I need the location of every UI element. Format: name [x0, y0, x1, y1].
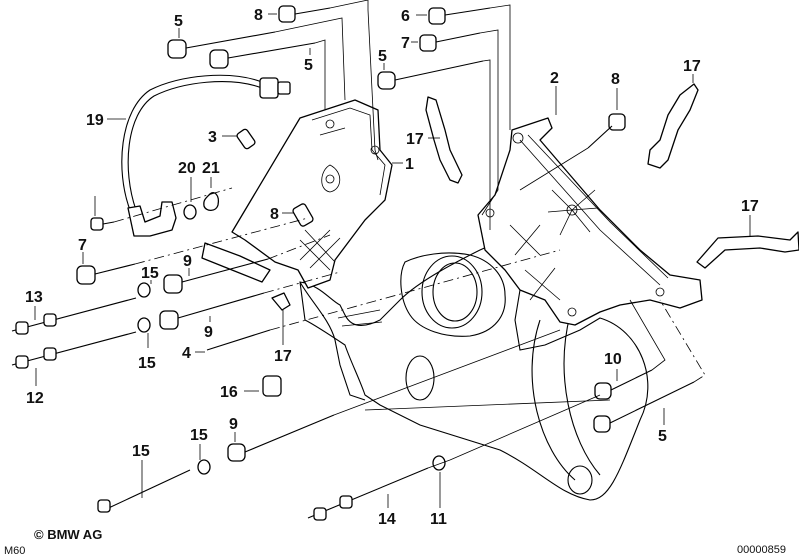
callout-15-bottom-right: 11	[430, 472, 447, 528]
callout-8-middle: 8	[270, 206, 294, 223]
callout-12: 13	[25, 289, 43, 320]
part-18-sensor	[121, 74, 291, 237]
callout-label: 1	[405, 156, 414, 173]
callout-label: 17	[683, 58, 701, 75]
callout-9-upper: 9	[183, 253, 192, 276]
callout-8-top: 8	[254, 7, 277, 24]
callout-label: 8	[270, 206, 279, 223]
callout-18: 19	[86, 112, 126, 129]
callout-17-center: 17	[406, 131, 440, 148]
callout-label: 15	[132, 443, 150, 460]
gasket-17d	[271, 292, 291, 311]
callout-label: 19	[86, 112, 104, 129]
callout-5-top-left: 5	[174, 13, 183, 38]
callout-14: 15	[132, 443, 150, 498]
callout-1: 1	[392, 156, 414, 173]
callout-label: 11	[430, 511, 447, 528]
gasket-plate	[201, 242, 271, 283]
callout-13: 14	[378, 494, 396, 528]
callout-16: 16	[220, 384, 259, 401]
callout-label: 9	[204, 324, 213, 341]
gaskets	[201, 83, 799, 311]
callout-label: 17	[741, 198, 759, 215]
callout-17-top-right: 17	[683, 58, 701, 83]
callout-label: 17	[406, 131, 424, 148]
model-label: M60	[4, 545, 26, 557]
gasket-17c	[696, 231, 799, 269]
part-2-bracket	[477, 117, 703, 326]
callout-label: 15	[141, 265, 159, 282]
callout-label: 9	[183, 253, 192, 270]
callout-4: 4	[182, 345, 205, 362]
callout-label: 7	[401, 35, 410, 52]
copyright-notice: © BMW AG	[34, 527, 103, 542]
callout-17-left: 17	[274, 310, 292, 365]
callout-label: 9	[229, 416, 238, 433]
callout-7-left: 7	[78, 237, 87, 264]
callout-label: 14	[378, 511, 396, 528]
callout-6: 6	[401, 8, 427, 25]
callout-label: 10	[604, 351, 622, 368]
callout-label: 21	[202, 160, 220, 177]
callout-label: 7	[78, 237, 87, 254]
callout-5-center: 5	[378, 48, 387, 70]
gasket-17a	[425, 96, 463, 184]
callout-label: 4	[182, 345, 191, 362]
part-1-bracket	[231, 99, 393, 289]
callout-15-lower: 15	[138, 333, 156, 372]
callout-label: 8	[611, 71, 620, 88]
callout-label: 15	[138, 355, 156, 372]
callout-2: 2	[550, 70, 559, 115]
timing-case-cover	[299, 243, 649, 501]
callout-label: 17	[274, 348, 292, 365]
callout-label: 13	[25, 289, 43, 306]
callout-7-top: 7	[401, 35, 418, 52]
callout-9-lower: 9	[204, 316, 213, 341]
callout-5-top-mid: 5	[304, 48, 313, 74]
callout-20: 21	[202, 160, 220, 188]
callout-8-right: 8	[611, 71, 620, 110]
callout-label: 5	[304, 57, 313, 74]
callout-label: 6	[401, 8, 410, 25]
gasket-17b	[647, 83, 699, 169]
callout-5-right: 5	[658, 408, 667, 445]
callout-labels: 8 5 5 6 7 5 2 8 17 17 1 19 3 20 21 8 17 …	[25, 7, 759, 528]
callout-9-bottom: 9	[229, 416, 238, 442]
drawing-number: 00000859	[737, 544, 786, 556]
callout-label: 12	[26, 390, 44, 407]
callout-label: 15	[190, 427, 208, 444]
callout-label: 3	[208, 129, 217, 146]
callout-15-upper: 15	[141, 265, 159, 284]
leader-lines	[113, 0, 706, 469]
callout-label: 5	[378, 48, 387, 65]
callout-3: 3	[208, 129, 237, 146]
callout-15-bottom-left: 15	[190, 427, 208, 460]
callout-label: 16	[220, 384, 238, 401]
callout-11: 12	[26, 368, 44, 407]
callout-label: 20	[178, 160, 196, 177]
callout-label: 8	[254, 7, 263, 24]
callout-label: 5	[658, 428, 667, 445]
callout-10: 10	[604, 351, 622, 381]
callout-17-right: 17	[741, 198, 759, 236]
callout-19: 20	[178, 160, 196, 202]
callout-label: 5	[174, 13, 183, 30]
callout-label: 2	[550, 70, 559, 87]
